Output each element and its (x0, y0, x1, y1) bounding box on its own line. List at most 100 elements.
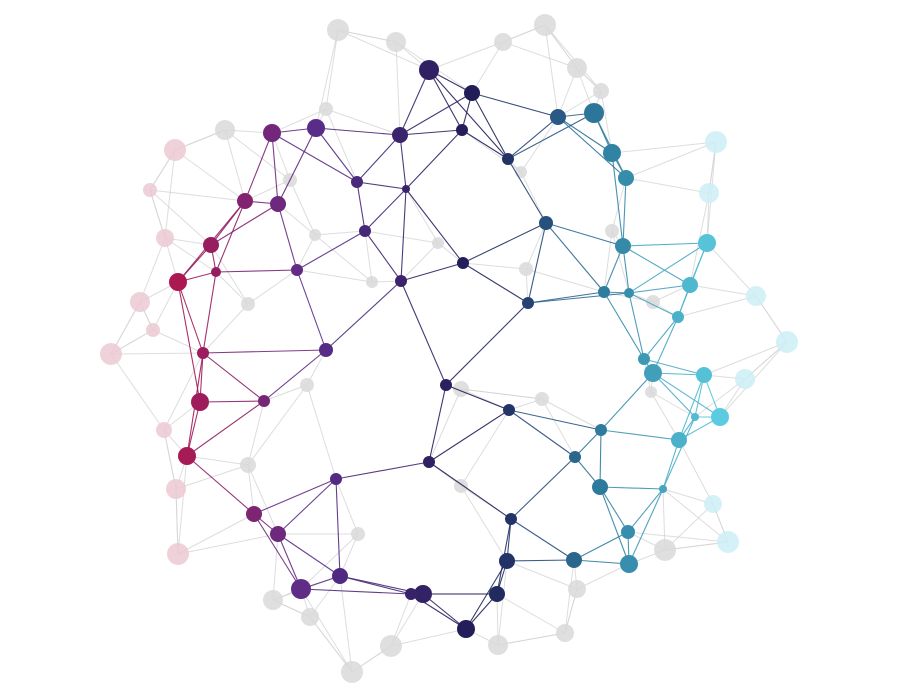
front-edge (603, 245, 624, 293)
front-node (169, 273, 187, 291)
back-edge (460, 409, 510, 487)
back-edge (525, 268, 605, 293)
front-edge (573, 559, 630, 565)
back-node (241, 297, 255, 311)
back-node (454, 479, 468, 493)
back-edge (339, 575, 353, 673)
front-node (440, 379, 452, 391)
back-node (567, 58, 587, 78)
front-edge (465, 560, 508, 630)
back-edge (110, 352, 204, 355)
front-edge (652, 316, 679, 374)
back-node (167, 543, 189, 565)
back-node (215, 120, 235, 140)
back-edge (215, 271, 249, 305)
back-node (319, 102, 333, 116)
front-edge (405, 129, 463, 190)
back-edge (164, 237, 217, 273)
front-edge (600, 429, 680, 441)
back-edge (335, 478, 359, 535)
front-edge (508, 409, 602, 431)
back-edge (309, 616, 353, 673)
back-node (341, 661, 363, 683)
back-node (535, 392, 549, 406)
front-node (505, 513, 517, 525)
front-node (696, 367, 712, 383)
front-edge (445, 302, 529, 386)
front-edge (215, 200, 246, 273)
front-node (621, 525, 635, 539)
front-edge (202, 271, 217, 354)
front-edge (599, 486, 629, 533)
front-node (539, 216, 553, 230)
front-edge (356, 181, 366, 232)
back-edge (496, 593, 566, 634)
front-edge (253, 513, 302, 590)
back-node (156, 422, 172, 438)
back-node (717, 531, 739, 553)
front-edge (296, 230, 366, 271)
front-node (522, 297, 534, 309)
front-node (711, 408, 729, 426)
back-edge (694, 378, 746, 418)
front-edge (315, 127, 358, 183)
front-node (414, 585, 432, 603)
front-edge (300, 588, 412, 595)
front-edge (527, 222, 547, 304)
back-edge (110, 353, 165, 431)
back-edge (611, 230, 630, 294)
front-node (592, 479, 608, 495)
back-node (488, 635, 508, 655)
back-edge (296, 269, 373, 283)
back-edge (564, 559, 575, 634)
front-edge (422, 593, 467, 630)
front-edge (253, 478, 337, 515)
back-edge (149, 189, 212, 246)
back-node (556, 624, 574, 642)
front-node (618, 170, 634, 186)
back-node (494, 33, 512, 51)
front-edge (471, 92, 559, 118)
front-edge (510, 456, 576, 520)
front-node (392, 127, 408, 143)
front-edge (400, 188, 407, 282)
front-node (456, 124, 468, 136)
front-node (270, 526, 286, 542)
front-node (402, 185, 410, 193)
front-edge (643, 316, 679, 360)
back-node (143, 183, 157, 197)
front-node (246, 506, 262, 522)
front-edge (643, 358, 705, 376)
back-edge (400, 242, 439, 282)
front-node (595, 424, 607, 436)
front-node (419, 60, 439, 80)
front-node (457, 620, 475, 638)
front-edge (428, 69, 509, 160)
front-edge (599, 486, 664, 490)
back-edge (306, 384, 337, 480)
front-edge (445, 384, 510, 411)
back-edge (364, 230, 439, 244)
front-edge (202, 349, 327, 354)
front-edge (210, 203, 279, 246)
front-node (464, 85, 480, 101)
front-edge (399, 134, 407, 190)
front-node (307, 119, 325, 137)
front-node (691, 413, 699, 421)
front-edge (471, 92, 509, 160)
back-edge (364, 230, 373, 283)
back-edge (277, 203, 316, 236)
front-edge (399, 92, 473, 136)
front-edge (186, 455, 255, 515)
back-edge (314, 230, 366, 236)
front-edge (399, 129, 463, 136)
back-node (327, 19, 349, 41)
front-edge (202, 352, 265, 402)
back-edge (576, 563, 630, 590)
back-edge (202, 303, 249, 354)
back-edge (544, 24, 559, 118)
front-edge (400, 262, 464, 282)
back-edge (224, 129, 291, 181)
back-node (351, 527, 365, 541)
